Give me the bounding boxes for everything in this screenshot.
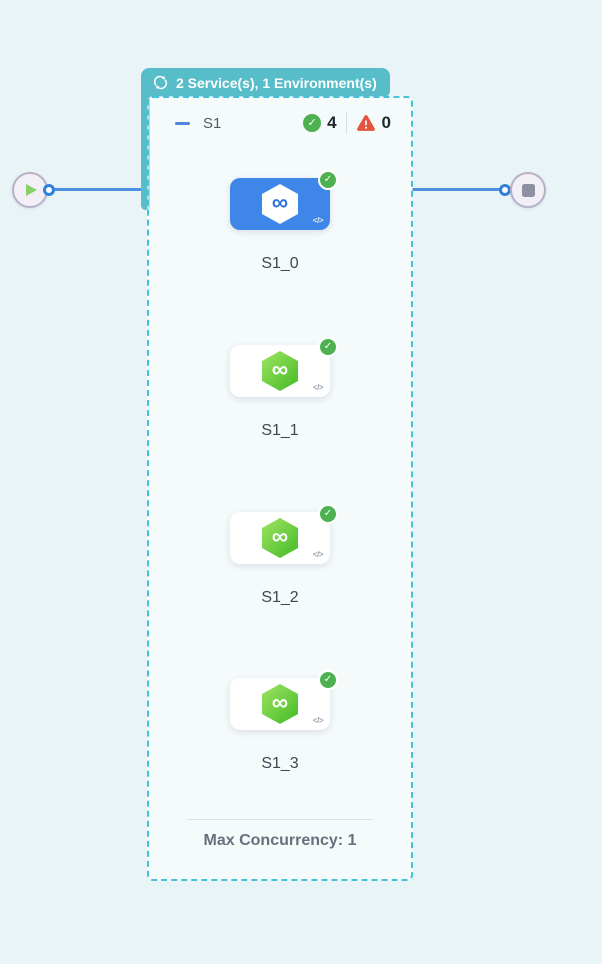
step-node-2: ∞ </> ✓ S1_1: [149, 337, 411, 440]
step-label: S1_2: [261, 589, 299, 606]
step-card-s1-0[interactable]: ∞ </> ✓: [230, 170, 338, 230]
infinity-icon: ∞: [271, 523, 289, 549]
step-success-icon: ✓: [318, 670, 338, 690]
step-label: S1_1: [261, 422, 299, 439]
step-node-3: ∞ </> ✓ S1_2: [149, 504, 411, 607]
stage-services-badge[interactable]: 2 Service(s), 1 Environment(s): [141, 68, 390, 97]
loop-icon: [153, 75, 168, 90]
step-card-s1-2[interactable]: ∞ </> ✓: [230, 504, 338, 564]
stage-collapse-toggle[interactable]: S1: [175, 115, 221, 132]
code-icon: </>: [312, 716, 324, 725]
service-hexagon-icon: ∞: [262, 351, 298, 391]
infinity-icon: ∞: [271, 689, 289, 715]
code-icon: </>: [312, 383, 324, 392]
edge-connector-left: [43, 183, 55, 196]
max-concurrency-label: Max Concurrency: 1: [203, 832, 357, 849]
edge-start-to-stage: [47, 188, 148, 191]
code-icon: </>: [312, 550, 324, 559]
stop-icon: [521, 183, 535, 197]
footer-divider: [187, 819, 373, 820]
stage-status-counts: ✓ 4 0: [303, 112, 391, 134]
stage-title: S1: [203, 114, 222, 132]
play-icon: [26, 184, 37, 196]
stage-accent-strip: [141, 90, 150, 210]
step-success-icon: ✓: [318, 337, 338, 357]
success-count: 4: [327, 113, 337, 132]
code-icon: </>: [312, 216, 324, 225]
step-label: S1_3: [261, 755, 299, 772]
step-node-1: ∞ </> ✓ S1_0: [149, 170, 411, 273]
warning-icon: [356, 115, 375, 131]
service-hexagon-icon: ∞: [262, 184, 298, 224]
pipeline-end-node: [510, 172, 546, 208]
success-count-icon: ✓: [303, 114, 322, 132]
failed-count: 0: [381, 113, 391, 132]
stage-badge-label: 2 Service(s), 1 Environment(s): [176, 74, 377, 91]
step-card-s1-3[interactable]: ∞ </> ✓: [230, 670, 338, 730]
stage-header: S1 ✓ 4 0: [149, 112, 411, 134]
step-success-icon: ✓: [318, 504, 338, 524]
step-card-s1-1[interactable]: ∞ </> ✓: [230, 337, 338, 397]
step-label: S1_0: [261, 255, 299, 272]
service-hexagon-icon: ∞: [262, 518, 298, 558]
collapse-minus-icon: [175, 121, 190, 125]
infinity-icon: ∞: [271, 189, 289, 215]
edge-stage-to-end: [412, 188, 504, 191]
edge-connector-right: [499, 183, 511, 196]
pipeline-start-node: [12, 172, 48, 208]
stage-group-container: S1 ✓ 4 0 ∞ </> ✓: [147, 96, 413, 881]
service-hexagon-icon: ∞: [262, 684, 298, 724]
step-success-icon: ✓: [318, 170, 338, 190]
step-node-4: ∞ </> ✓ S1_3: [149, 670, 411, 773]
count-divider: [345, 112, 347, 134]
infinity-icon: ∞: [271, 356, 289, 382]
